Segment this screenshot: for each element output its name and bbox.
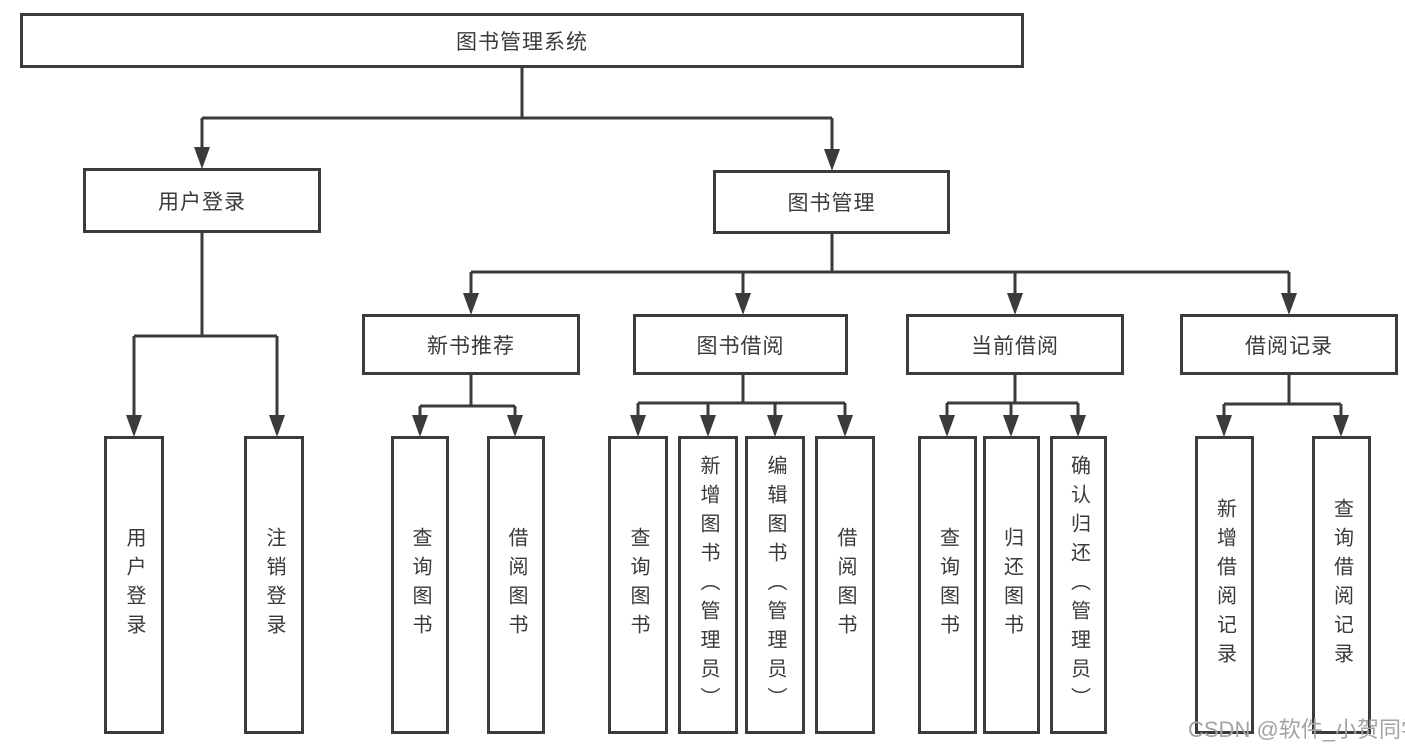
node-root: 图书管理系统	[20, 13, 1024, 68]
user-login-branch	[126, 233, 285, 437]
leaf-borrow-query-books-label: 查询图书	[627, 527, 649, 643]
leaf-recommend-query-books: 查询图书	[391, 436, 449, 734]
leaf-current-return-books: 归还图书	[983, 436, 1040, 734]
leaf-recommend-query-books-label: 查询图书	[409, 527, 431, 643]
node-new-book-recommendation: 新书推荐	[362, 314, 580, 375]
leaf-user-login-label: 用户登录	[123, 527, 145, 643]
new-book-recommendation-branch	[412, 375, 523, 437]
leaf-borrow-query-books: 查询图书	[608, 436, 668, 734]
root-branch	[194, 68, 840, 171]
node-current-borrowing: 当前借阅	[906, 314, 1124, 375]
leaf-records-add-record-label: 新增借阅记录	[1213, 498, 1236, 672]
leaf-current-query-books-label: 查询图书	[936, 527, 959, 643]
node-user-login-label: 用户登录	[158, 190, 246, 214]
leaf-records-query-record-label: 查询借阅记录	[1330, 498, 1353, 672]
leaf-borrow-edit-books-admin: 编辑图书（管理员）	[745, 436, 805, 734]
leaf-logout: 注销登录	[244, 436, 304, 734]
node-book-management-label: 图书管理	[787, 192, 876, 215]
node-current-borrowing-label: 当前借阅	[971, 334, 1059, 358]
current-borrowing-branch	[939, 375, 1086, 437]
leaf-borrow-edit-books-admin-label: 编辑图书（管理员）	[764, 454, 786, 716]
watermark: CSDN @软件_小贺同学	[1188, 717, 1405, 742]
leaf-records-add-record: 新增借阅记录	[1195, 436, 1254, 734]
borrowing-records-branch	[1216, 375, 1349, 437]
node-borrowing-records-label: 借阅记录	[1245, 334, 1333, 358]
node-root-label: 图书管理系统	[456, 30, 588, 54]
leaf-records-query-record: 查询借阅记录	[1312, 436, 1371, 734]
leaf-borrow-add-books-admin-label: 新增图书（管理员）	[697, 454, 719, 716]
leaf-current-return-books-label: 归还图书	[1000, 527, 1023, 643]
leaf-recommend-borrow-books-label: 借阅图书	[505, 527, 527, 643]
node-book-management: 图书管理	[713, 170, 950, 234]
book-management-branch	[463, 234, 1297, 315]
book-borrowing-branch	[630, 375, 853, 437]
leaf-logout-label: 注销登录	[263, 527, 285, 643]
leaf-recommend-borrow-books: 借阅图书	[487, 436, 545, 734]
leaf-current-confirm-return-admin: 确认归还（管理员）	[1050, 436, 1107, 734]
node-book-borrowing-label: 图书借阅	[696, 334, 785, 358]
node-new-book-recommendation-label: 新书推荐	[427, 334, 515, 358]
node-book-borrowing: 图书借阅	[633, 314, 848, 375]
leaf-borrow-borrow-books-label: 借阅图书	[834, 527, 856, 643]
node-user-login: 用户登录	[83, 168, 321, 233]
leaf-current-confirm-return-admin-label: 确认归还（管理员）	[1067, 454, 1090, 716]
leaf-current-query-books: 查询图书	[918, 436, 977, 734]
node-borrowing-records: 借阅记录	[1180, 314, 1398, 375]
leaf-borrow-borrow-books: 借阅图书	[815, 436, 875, 734]
leaf-user-login: 用户登录	[104, 436, 164, 734]
leaf-borrow-add-books-admin: 新增图书（管理员）	[678, 436, 738, 734]
